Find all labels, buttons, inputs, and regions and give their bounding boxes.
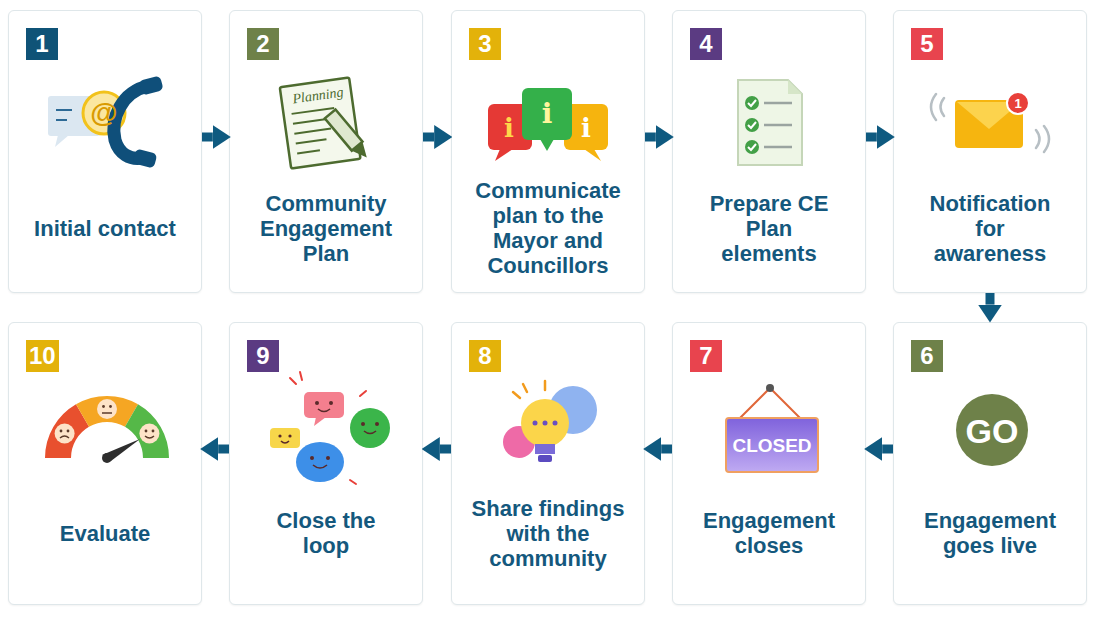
step-number: 4 [690, 28, 722, 60]
step-box: 5Notification for awareness [893, 10, 1087, 293]
icon-text: i [581, 115, 591, 141]
idea-icon [503, 381, 597, 462]
envelope-icon [931, 92, 1049, 152]
info-icon [488, 88, 608, 161]
flow-arrow [218, 445, 229, 454]
step-box: 3Communicate plan to the Mayor and Counc… [451, 10, 645, 293]
closed-sign-icon [726, 384, 818, 472]
icon-text: @ [90, 99, 117, 127]
step-label: Close the loop [261, 508, 391, 558]
icon-text: i [504, 115, 514, 141]
flow-arrow [423, 133, 434, 142]
step-box: 4Prepare CE Plan elements [672, 10, 866, 293]
step-number: 6 [911, 340, 943, 372]
step-number: 8 [469, 340, 501, 372]
step-box: 1Initial contact [8, 10, 202, 293]
step-label: Engagement goes live [910, 508, 1070, 558]
step-box: 7Engagement closes [672, 322, 866, 605]
flow-arrow [440, 445, 451, 454]
step-label: Share findings with the community [463, 496, 633, 571]
feedback-icon [270, 372, 390, 484]
flow-arrow [882, 445, 893, 454]
icon-text: GO [966, 414, 1019, 448]
planning-icon [280, 78, 372, 169]
flow-arrow [986, 293, 995, 305]
flow-arrow [645, 133, 656, 142]
flow-arrow [866, 133, 877, 142]
step-number: 10 [26, 340, 59, 372]
step-number: 7 [690, 340, 722, 372]
icon-text: 1 [1014, 97, 1021, 110]
step-label: Notification for awareness [923, 191, 1058, 266]
step-label: Engagement closes [689, 508, 849, 558]
flow-arrow [661, 445, 672, 454]
step-box: 6Engagement goes live [893, 322, 1087, 605]
step-number: 3 [469, 28, 501, 60]
step-number: 5 [911, 28, 943, 60]
icon-text: Planning [292, 85, 345, 106]
step-label: Communicate plan to the Mayor and Counci… [463, 178, 633, 278]
step-box: 8Share findings with the community [451, 322, 645, 605]
step-number: 9 [247, 340, 279, 372]
step-label: Evaluate [30, 521, 180, 546]
go-icon [956, 394, 1028, 466]
step-box: 9Close the loop [229, 322, 423, 605]
icon-text: CLOSED [732, 436, 811, 455]
step-number: 2 [247, 28, 279, 60]
step-label: Prepare CE Plan elements [704, 191, 834, 266]
step-number: 1 [26, 28, 58, 60]
step-label: Community Engagement Plan [241, 191, 411, 266]
step-box: 2Community Engagement Plan [229, 10, 423, 293]
icon-text: i [542, 100, 553, 128]
flow-arrow [202, 133, 213, 142]
contact-icon [48, 75, 164, 168]
step-box: 10Evaluate [8, 322, 202, 605]
step-label: Initial contact [15, 216, 195, 241]
gauge-icon [45, 396, 169, 463]
checklist-icon [738, 80, 802, 165]
